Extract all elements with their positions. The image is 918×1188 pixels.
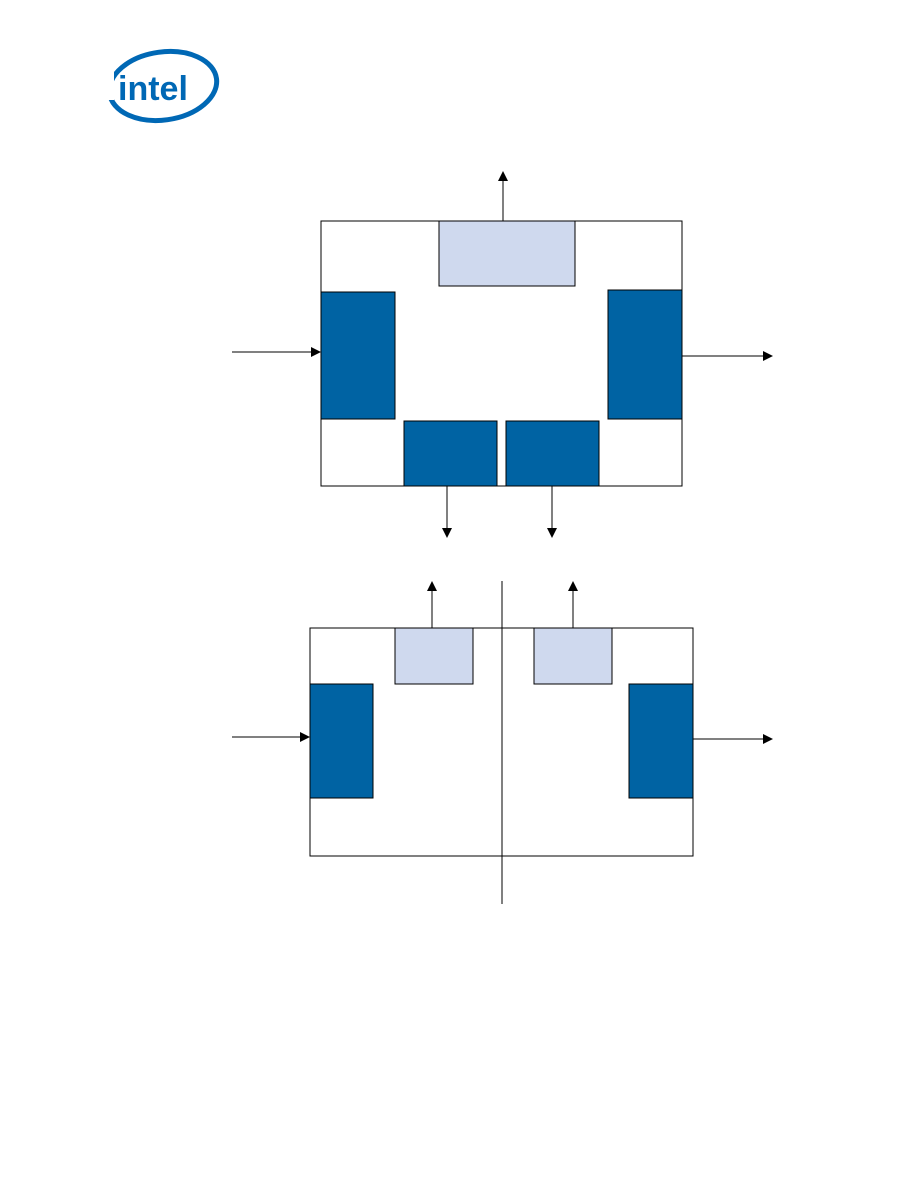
left-input-block [320,291,396,420]
bottom-diagram [232,581,773,904]
top-left-light-block [394,627,474,685]
intel-logo-icon: intel [104,49,220,123]
top-diagram [232,171,773,538]
bottom-right-block [505,420,600,487]
logo-text: intel [118,70,188,108]
left-input-block [309,683,374,799]
top-right-light-block [533,627,613,685]
right-output-block [628,683,694,799]
right-output-block [607,289,683,420]
top-center-block [438,220,576,287]
bottom-left-block [403,420,498,487]
logo-gap [104,60,114,100]
